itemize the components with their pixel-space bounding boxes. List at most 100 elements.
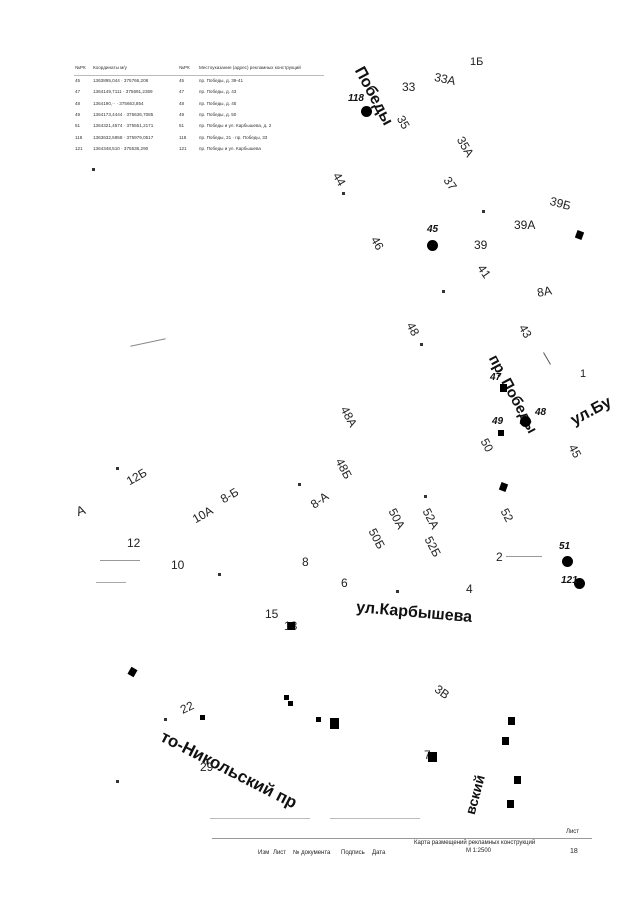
- building-label: 50А: [385, 506, 409, 532]
- map-dot: [164, 718, 167, 721]
- structure-square: [200, 715, 205, 720]
- ad-marker-121[interactable]: [574, 578, 585, 589]
- ad-marker-48[interactable]: [520, 416, 531, 427]
- street-vsky: вский: [462, 773, 488, 817]
- building-label: 1Б: [470, 56, 484, 68]
- map-dot: [218, 573, 221, 576]
- building-label: 48А: [337, 404, 361, 430]
- cell-num2: 51: [179, 123, 185, 129]
- map-dot: [396, 590, 399, 593]
- header-coords: Координаты м/у: [92, 64, 178, 76]
- col-date: Дата: [372, 850, 386, 856]
- header-num2: №РК: [178, 64, 198, 76]
- cell-num: 47: [75, 89, 81, 95]
- table-header-row: №РК Координаты м/у №РК Местоуказание (ад…: [74, 64, 324, 76]
- ad-marker-45[interactable]: [427, 240, 438, 251]
- ad-marker-47[interactable]: [500, 384, 507, 392]
- cell-coords: 1364190,·· · 375663,854: [93, 100, 144, 106]
- building-label: 8-Б: [218, 484, 242, 507]
- map-dot: [298, 483, 301, 486]
- cell-coords: 1364321,4574 · 375551,2171: [93, 123, 154, 129]
- map-fragment: [130, 338, 166, 347]
- building-label: 35А: [453, 134, 477, 160]
- building-label: 52А: [419, 506, 443, 532]
- building-label: 48Б: [332, 456, 355, 482]
- map-dot: [116, 467, 119, 470]
- col-doc: № документа: [293, 850, 331, 856]
- building-label: 7: [424, 748, 431, 762]
- map-dot: [420, 343, 423, 346]
- cell-coords: 1363895,044 · 375766,208: [93, 77, 149, 83]
- building-label: 48: [403, 320, 423, 339]
- structure-square: [502, 737, 509, 745]
- building-label: 15: [265, 607, 279, 621]
- cell-num: 45: [75, 77, 81, 83]
- marker-label: 49: [492, 416, 504, 427]
- cell-num: 121: [75, 146, 83, 152]
- cell-num2: 49: [179, 112, 185, 118]
- map-title: Карта размещений рекламных конструкций: [414, 840, 536, 846]
- building-label: 52: [497, 506, 517, 525]
- col-list: Лист: [273, 850, 287, 856]
- map-fragment: [100, 560, 140, 561]
- structure-square: [428, 752, 437, 762]
- structure-square: [288, 701, 293, 706]
- map-fragment: [96, 582, 126, 583]
- building-label: А: [74, 502, 88, 520]
- map-fragment: [543, 352, 551, 365]
- building-label: 29: [200, 760, 214, 774]
- header-num: №РК: [74, 64, 92, 76]
- marker-label: 47: [490, 372, 502, 383]
- building-label: 46: [367, 234, 387, 253]
- cell-num2: 48: [179, 100, 185, 106]
- building-label: 35: [393, 113, 413, 132]
- marker-label: 51: [559, 541, 571, 552]
- building-label: 3В: [431, 682, 453, 702]
- marker-label: 48: [535, 407, 547, 418]
- structure-square: [288, 622, 295, 630]
- structure-square: [508, 717, 515, 725]
- building-label: 8А: [536, 283, 553, 300]
- building-label: 12Б: [124, 465, 150, 489]
- map-fragment: [210, 818, 310, 819]
- cell-num2: 121: [179, 146, 187, 152]
- ad-marker-118[interactable]: [361, 106, 372, 117]
- map-dot: [116, 780, 119, 783]
- building-label: 4: [466, 582, 473, 596]
- building-label: 37: [440, 174, 460, 193]
- map-scale: М 1:2500: [466, 848, 492, 854]
- structure-square: [316, 717, 321, 722]
- marker-label: 121: [561, 575, 578, 586]
- map-canvas[interactable]: Победы пр. Победы ул.Карбышева то-Николь…: [0, 0, 640, 820]
- street-karbysheva: ул.Карбышева: [355, 599, 473, 627]
- structure-square: [330, 718, 339, 729]
- sheet-number: 18: [570, 848, 578, 855]
- building-label: 45: [565, 442, 585, 461]
- ad-marker-49[interactable]: [498, 430, 504, 436]
- building-label: 2: [496, 550, 503, 564]
- map-dot: [92, 168, 95, 171]
- marker-label: 118: [348, 93, 364, 104]
- col-sign: Подпись: [341, 850, 365, 856]
- cell-num: 118: [75, 134, 83, 140]
- cell-num: 51: [75, 123, 81, 129]
- building-label: 8: [302, 555, 309, 569]
- cell-address: пр. Победы, д. 50: [199, 112, 237, 118]
- structure-square: [574, 230, 585, 240]
- map-dot: [342, 192, 345, 195]
- street-bu: ул.Бу: [568, 393, 615, 430]
- cell-coords: 1364348,510 · 375536,290: [93, 146, 149, 152]
- ad-marker-51[interactable]: [562, 556, 573, 567]
- cell-address: пр. Победы и ул. Карбышева: [199, 146, 261, 152]
- cell-address: пр. Победы, д. 43: [199, 89, 237, 95]
- building-label: 33А: [433, 70, 457, 89]
- building-label: 39А: [514, 218, 536, 232]
- marker-label: 45: [427, 224, 439, 235]
- building-label: 12: [127, 536, 141, 550]
- map-dot: [442, 290, 445, 293]
